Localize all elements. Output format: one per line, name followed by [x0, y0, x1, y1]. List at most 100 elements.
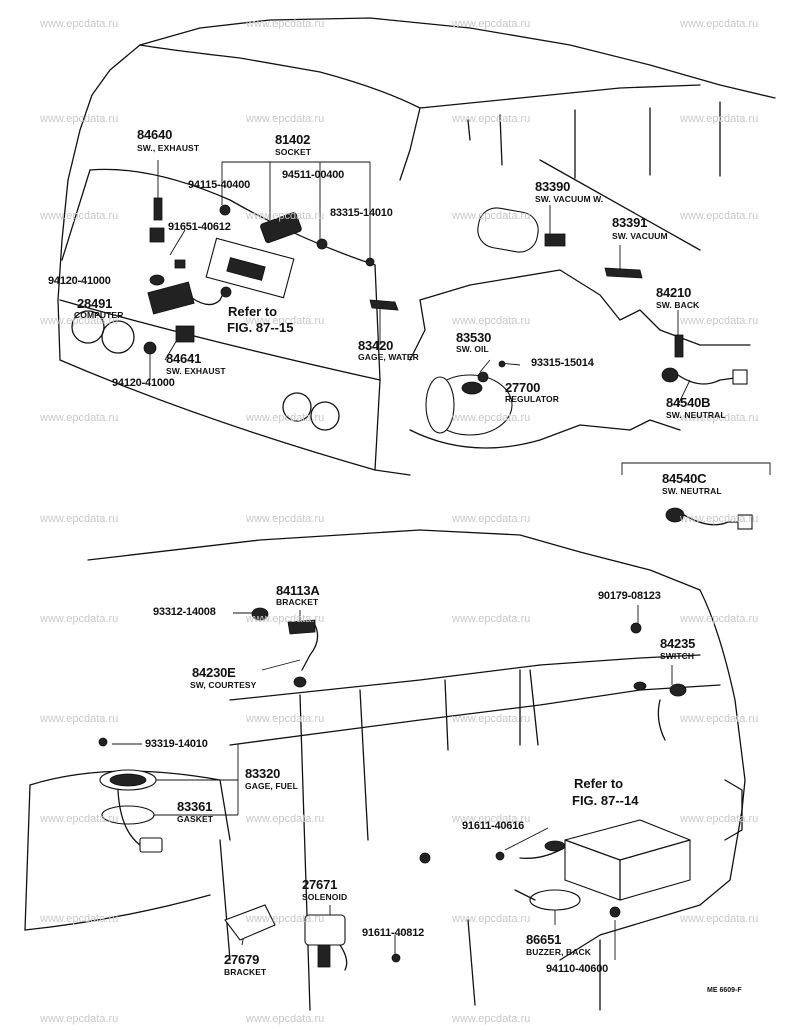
- part-number: 91651-40612: [168, 221, 231, 233]
- refer-note: Refer to: [228, 304, 278, 319]
- part-name: SW. BACK: [656, 300, 700, 310]
- part-name: GAGE, WATER: [358, 352, 419, 362]
- part-number: 27700: [505, 380, 541, 395]
- watermark: www.epcdata.ru: [680, 18, 759, 30]
- part-number: 84235: [660, 636, 696, 651]
- part-number: 84113A: [276, 583, 320, 598]
- part-name: SOLENOID: [302, 892, 348, 902]
- watermark: www.epcdata.ru: [452, 713, 531, 725]
- part-name: BRACKET: [224, 967, 267, 977]
- watermark: www.epcdata.ru: [680, 913, 759, 925]
- watermark: www.epcdata.ru: [246, 1013, 325, 1025]
- part-number: 94115-40400: [188, 179, 251, 191]
- part-name: SW. NEUTRAL: [662, 486, 722, 496]
- part-name: BRACKET: [276, 597, 319, 607]
- watermark: www.epcdata.ru: [246, 18, 325, 30]
- part-number: 94120-41000: [48, 275, 111, 287]
- watermark: www.epcdata.ru: [40, 113, 119, 125]
- part-name: SW., EXHAUST: [137, 143, 200, 153]
- part-number: 94110-40600: [546, 963, 609, 975]
- watermark: www.epcdata.ru: [40, 813, 119, 825]
- figure-code: ME 6609-F: [707, 987, 742, 994]
- watermark: www.epcdata.ru: [246, 913, 325, 925]
- watermark: www.epcdata.ru: [40, 913, 119, 925]
- part-name: COMPUTER: [74, 310, 124, 320]
- watermark: www.epcdata.ru: [40, 613, 119, 625]
- part-number: 94511-00400: [282, 169, 345, 181]
- watermark: www.epcdata.ru: [246, 412, 325, 424]
- watermark: www.epcdata.ru: [452, 315, 531, 327]
- top-leader-lines: [149, 160, 771, 475]
- watermark: www.epcdata.ru: [40, 315, 119, 327]
- part-name: BUZZER, BACK: [526, 947, 591, 957]
- part-number: 83320: [245, 766, 281, 781]
- watermark: www.epcdata.ru: [680, 113, 759, 125]
- vehicle-rear-outline: [24, 529, 746, 1011]
- watermark: www.epcdata.ru: [452, 813, 531, 825]
- watermark: www.epcdata.ru: [246, 315, 325, 327]
- part-number: 84540B: [666, 395, 711, 410]
- part-number: 84210: [656, 285, 692, 300]
- watermark: www.epcdata.ru: [680, 813, 759, 825]
- watermark: www.epcdata.ru: [246, 813, 325, 825]
- part-name: SW. OIL: [456, 344, 489, 354]
- refer-note: Refer to: [574, 776, 624, 791]
- watermark: www.epcdata.ru: [246, 713, 325, 725]
- part-number: 86651: [526, 932, 562, 947]
- part-name: SW. VACUUM W.: [535, 194, 604, 204]
- part-number: 83390: [535, 179, 571, 194]
- watermark: www.epcdata.ru: [40, 412, 119, 424]
- part-name: SW, COURTESY: [190, 680, 257, 690]
- part-number: 83391: [612, 215, 648, 230]
- part-name: SWITCH: [660, 651, 695, 661]
- watermark: www.epcdata.ru: [40, 713, 119, 725]
- refer-note: FIG. 87--14: [572, 793, 639, 808]
- part-number: 84640: [137, 127, 173, 142]
- watermark: www.epcdata.ru: [452, 513, 531, 525]
- watermark: www.epcdata.ru: [40, 210, 119, 222]
- watermark: www.epcdata.ru: [680, 513, 759, 525]
- watermark: www.epcdata.ru: [40, 513, 119, 525]
- part-number: 91611-40616: [462, 820, 525, 832]
- part-number: 83420: [358, 338, 394, 353]
- part-number: 81402: [275, 132, 311, 147]
- part-number: 91611-40812: [362, 927, 425, 939]
- watermark: www.epcdata.ru: [246, 613, 325, 625]
- part-name: GASKET: [177, 814, 214, 824]
- part-name: GAGE, FUEL: [245, 781, 298, 791]
- watermark: www.epcdata.ru: [452, 613, 531, 625]
- watermark: www.epcdata.ru: [246, 513, 325, 525]
- bottom-leader-lines: [112, 605, 673, 960]
- part-number: 27671: [302, 877, 338, 892]
- watermark: www.epcdata.ru: [246, 113, 325, 125]
- vehicle-front-outline: [57, 17, 776, 476]
- part-name: SW. EXHAUST: [166, 366, 226, 376]
- part-number: 93312-14008: [153, 606, 216, 618]
- watermark: www.epcdata.ru: [452, 113, 531, 125]
- watermark: www.epcdata.ru: [40, 18, 119, 30]
- part-name: SW. NEUTRAL: [666, 410, 726, 420]
- part-number: 93315-15014: [531, 357, 594, 369]
- part-number: 83361: [177, 799, 213, 814]
- bottom-part-shapes: [98, 607, 691, 971]
- part-name: SOCKET: [275, 147, 312, 157]
- part-number: 84641: [166, 351, 202, 366]
- part-number: 83530: [456, 330, 492, 345]
- watermark: www.epcdata.ru: [452, 1013, 531, 1025]
- part-number: 83315-14010: [330, 207, 393, 219]
- watermark: www.epcdata.ru: [452, 18, 531, 30]
- watermark: www.epcdata.ru: [40, 1013, 119, 1025]
- refer-note: FIG. 87--15: [227, 320, 294, 335]
- part-number: 27679: [224, 952, 260, 967]
- part-name: SW. VACUUM: [612, 231, 668, 241]
- watermark: www.epcdata.ru: [452, 412, 531, 424]
- watermark: www.epcdata.ru: [680, 315, 759, 327]
- part-number: 93319-14010: [145, 738, 208, 750]
- watermark: www.epcdata.ru: [680, 713, 759, 725]
- watermark: www.epcdata.ru: [452, 210, 531, 222]
- part-number: 28491: [77, 296, 113, 311]
- watermark: www.epcdata.ru: [680, 412, 759, 424]
- top-part-shapes: [143, 197, 753, 530]
